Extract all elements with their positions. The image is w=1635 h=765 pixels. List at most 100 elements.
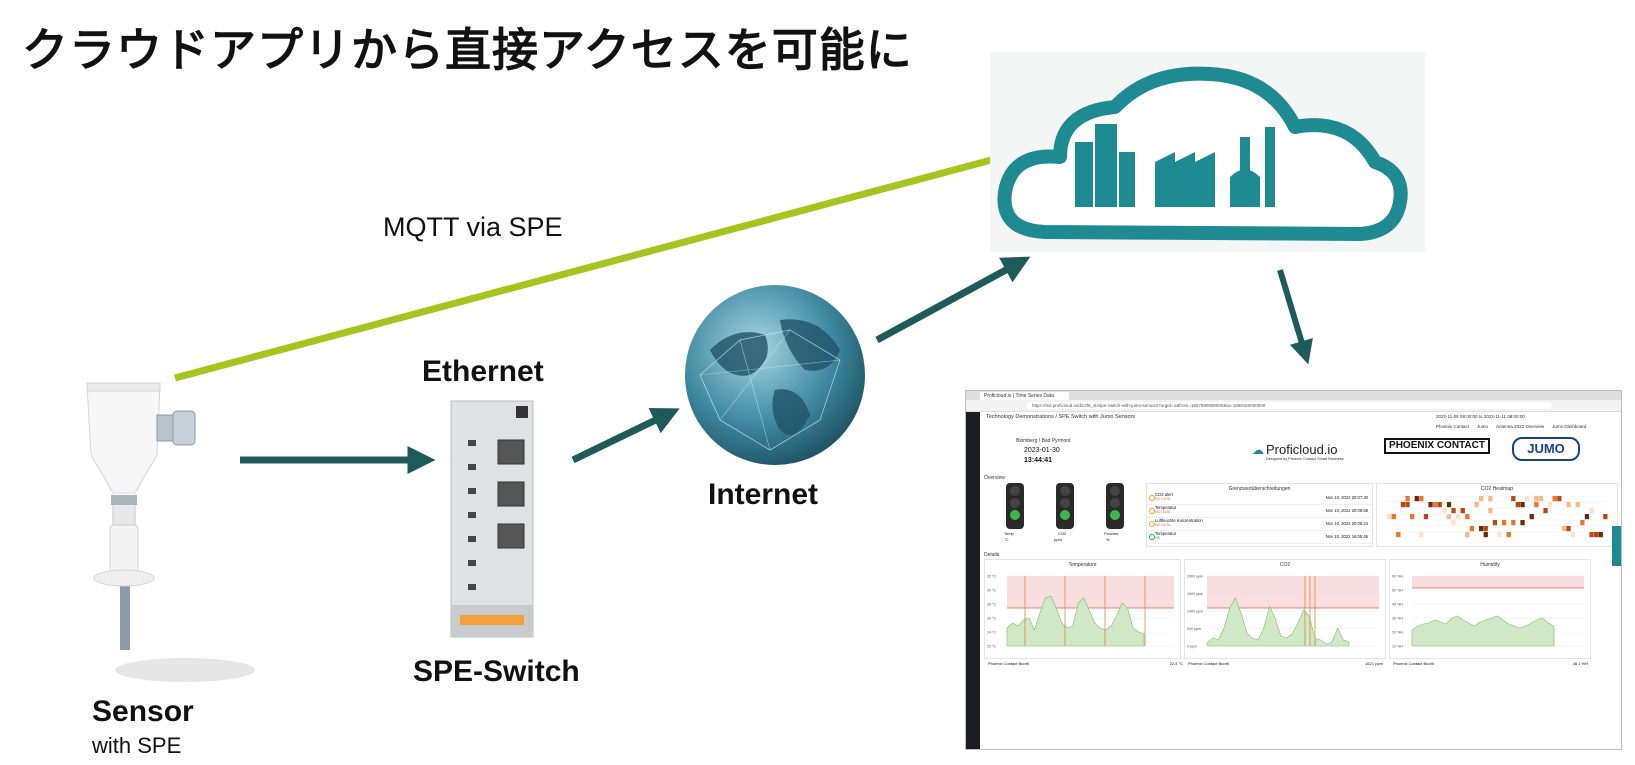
- y-tick-label: 0 ppm: [1187, 645, 1197, 649]
- alert-time: Nov 10, 2022 20:07:30: [1325, 495, 1368, 500]
- heatmap-cell: [1433, 502, 1438, 508]
- browser-url-bar: https://tsd.proficloud.io/d/c2f8_sb/spe-…: [966, 400, 1621, 412]
- link-jumo-dashboard[interactable]: Jumo Dashboard: [1552, 424, 1587, 429]
- y-tick-label: 28 °C: [987, 603, 996, 607]
- heatmap-cell: [1502, 520, 1507, 526]
- date-text: 2023-01-30: [1024, 447, 1060, 454]
- humidity-title: Humidity: [1480, 562, 1500, 568]
- heatmap-cell: [1511, 520, 1516, 526]
- heatmap-cell: [1561, 526, 1567, 532]
- co2-title: CO2: [1279, 562, 1291, 568]
- heatmap-cell: [1474, 502, 1479, 508]
- spe-switch-label: SPE-Switch: [413, 655, 580, 688]
- heatmap-cell: [1589, 532, 1594, 538]
- heatmap-cell: [1552, 496, 1557, 502]
- phoenix-contact-logo: PHOENIX CONTACT: [1384, 438, 1490, 454]
- internet-label: Internet: [708, 478, 819, 511]
- heatmap-cell: [1534, 502, 1539, 508]
- cloud-to-dashboard-arrow: [1277, 269, 1313, 365]
- traffic-light-humidity: [1106, 483, 1124, 529]
- heatmap-cell: [1497, 532, 1502, 538]
- browser-tab-bar: Proficloud.io | Time Series Data: [966, 391, 1621, 400]
- sensor-label: Sensor: [92, 695, 194, 728]
- series-area: [1006, 595, 1145, 647]
- co2-heatmap: [1387, 495, 1608, 538]
- light-value-temp: °C: [1004, 537, 1009, 542]
- heatmap-panel: CO2 Heatmap: [1376, 483, 1618, 547]
- y-tick-label: 22 °C: [987, 645, 996, 649]
- y-tick-label: 20 %H: [1392, 631, 1403, 635]
- heatmap-cell: [1584, 514, 1590, 520]
- alert-status: OK: [1155, 536, 1161, 540]
- help-side-tab[interactable]: [1612, 526, 1621, 566]
- heatmap-cell: [1387, 514, 1392, 520]
- overview-section-label[interactable]: Overview: [984, 475, 1005, 481]
- heatmap-cell: [1488, 496, 1493, 502]
- url-input[interactable]: https://tsd.proficloud.io/d/c2f8_sb/spe-…: [1026, 402, 1552, 409]
- link-phoenix-contact[interactable]: Phoenix Contact: [1436, 424, 1470, 429]
- heatmap-cell: [1451, 508, 1456, 514]
- mqtt-label: MQTT via SPE: [383, 212, 563, 242]
- heatmap-cell: [1580, 520, 1585, 526]
- brand-name: Proficloud.io: [1266, 442, 1338, 457]
- heatmap-cell: [1538, 496, 1544, 502]
- y-tick-label: 2000 ppm: [1187, 575, 1203, 579]
- heatmap-cell: [1442, 508, 1447, 514]
- dashboard-screenshot: Proficloud.io | Time Series Data https:/…: [965, 390, 1622, 750]
- heatmap-cell: [1589, 508, 1594, 514]
- heatmap-cell: [1520, 520, 1525, 526]
- internet-globe-image: [685, 285, 865, 465]
- heatmap-cell: [1479, 526, 1484, 532]
- heatmap-cell: [1575, 502, 1580, 508]
- light-label-temp: Temp: [1004, 531, 1014, 536]
- light-label-co2: CO2: [1058, 531, 1067, 536]
- series-area: [1411, 615, 1555, 647]
- alert-status-icon: [1149, 508, 1155, 514]
- link-jumo[interactable]: Jumo: [1477, 424, 1489, 429]
- y-tick-label: 30 %H: [1392, 617, 1403, 621]
- details-section-label[interactable]: Details: [984, 552, 1000, 558]
- heatmap-cell: [1566, 526, 1571, 532]
- traffic-lights: Temp °C CO2 ppm Feuchte %: [1004, 483, 1136, 545]
- threshold-band: [1007, 576, 1174, 608]
- heatmap-cell: [1456, 514, 1461, 520]
- heatmap-cell: [1428, 502, 1433, 508]
- threshold-band: [1412, 576, 1584, 588]
- heatmap-cell: [1506, 532, 1511, 538]
- heatmap-title: CO2 Heatmap: [1481, 486, 1513, 492]
- alert-status-icon: [1149, 521, 1155, 527]
- time-range-picker[interactable]: 2022-11-08 08:00:00 to 2022-11-11 08:00:…: [1436, 414, 1525, 419]
- breadcrumb[interactable]: Technology Demonstrations / SPE Switch w…: [986, 414, 1136, 420]
- heatmap-cell: [1598, 532, 1603, 538]
- switch-to-internet-arrow: [571, 407, 680, 464]
- y-tick-label: 30 °C: [987, 589, 996, 593]
- heatmap-cell: [1423, 514, 1429, 520]
- light-value-humidity: %: [1106, 537, 1110, 542]
- link-antenna-overview[interactable]: Antenna 2022 Overview: [1496, 424, 1545, 429]
- heatmap-cell: [1465, 514, 1470, 520]
- traffic-light-temp: [1006, 483, 1024, 529]
- heatmap-cell: [1419, 532, 1424, 538]
- heatmap-cell: [1469, 526, 1475, 532]
- alert-time: Nov 10, 2022 16:05:45: [1325, 534, 1368, 539]
- alert-time: Nov 10, 2022 20:06:24: [1325, 521, 1368, 526]
- browser-tab[interactable]: Proficloud.io | Time Series Data: [980, 392, 1069, 400]
- alerts-title: Grenzwertüberschreitungen: [1228, 486, 1291, 492]
- heatmap-cell: [1511, 496, 1516, 502]
- heatmap-cell: [1396, 532, 1401, 538]
- light-label-humidity: Feuchte: [1104, 531, 1119, 536]
- alert-status: NO DATA: [1155, 523, 1171, 527]
- heatmap-cell: [1594, 532, 1599, 538]
- internet-to-cloud-arrow: [875, 256, 1031, 344]
- spe-switch-image: [450, 400, 534, 638]
- heatmap-cell: [1488, 508, 1493, 514]
- grafana-sidebar: [966, 412, 980, 749]
